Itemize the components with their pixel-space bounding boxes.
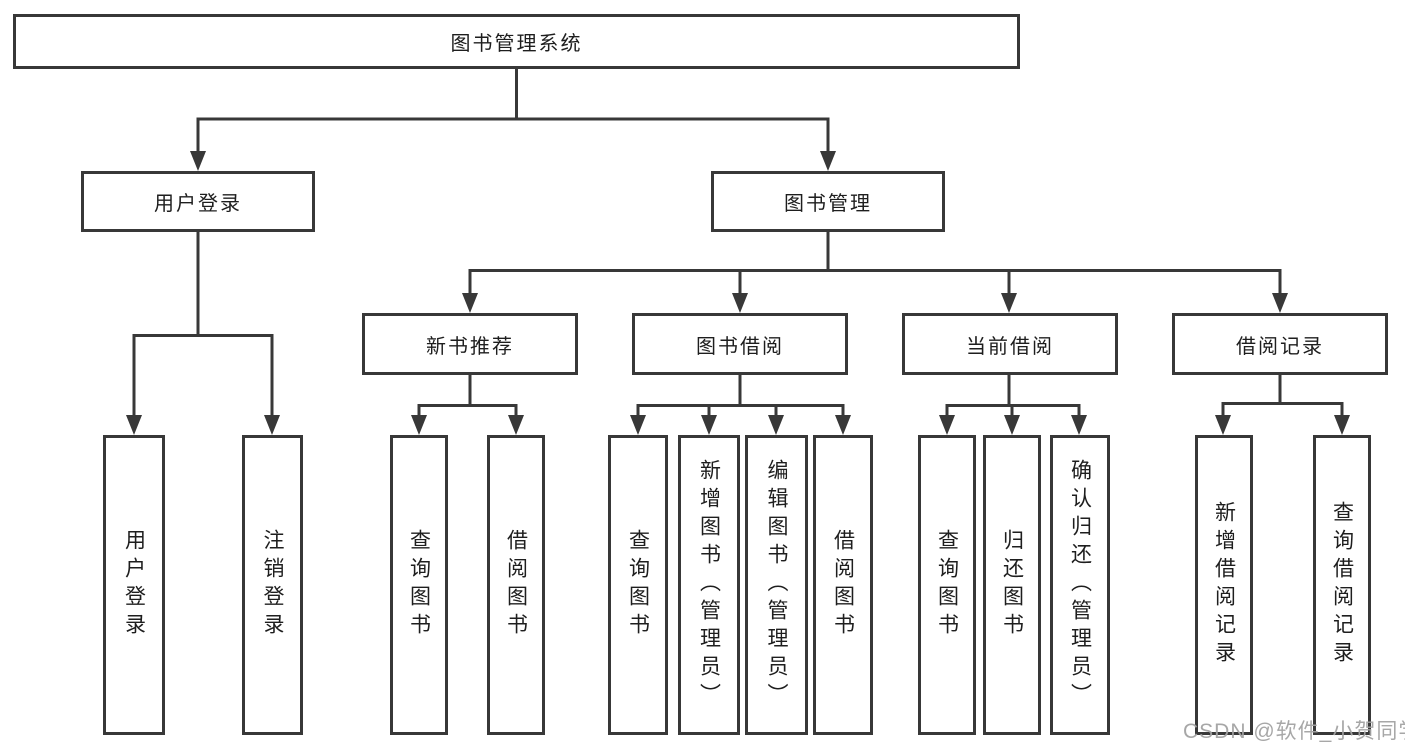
leaf-edit-books-admin: 编辑图书（管理员） [745,435,808,735]
node-user-login: 用户登录 [81,171,315,232]
node-label: 当前借阅 [966,335,1054,358]
node-label: 归还图书 [1000,529,1024,641]
leaf-query-books-borrow: 查询图书 [608,435,668,735]
leaf-add-books-admin: 新增图书（管理员） [678,435,740,735]
node-book-management: 图书管理 [711,171,945,232]
node-label: 注销登录 [261,529,284,641]
node-label: 图书借阅 [696,335,784,358]
leaf-return-books: 归还图书 [983,435,1041,735]
node-label: 借阅图书 [504,529,528,641]
node-label: 查询图书 [407,529,431,641]
leaf-borrow-books: 借阅图书 [813,435,873,735]
leaf-logout: 注销登录 [242,435,303,735]
leaf-query-books-recommend: 查询图书 [390,435,448,735]
leaf-query-borrow-record: 查询借阅记录 [1313,435,1371,735]
node-label: 图书管理 [784,193,872,215]
leaf-user-login: 用户登录 [103,435,165,735]
leaf-borrow-books-recommend: 借阅图书 [487,435,545,735]
node-label: 查询借阅记录 [1330,501,1354,669]
node-library-management-system: 图书管理系统 [13,14,1020,69]
node-borrowing-records: 借阅记录 [1172,313,1388,375]
node-label: 用户登录 [122,529,146,641]
leaf-query-books-current: 查询图书 [918,435,976,735]
node-label: 新增图书（管理员） [697,459,721,711]
csdn-watermark: CSDN @软件_小贺同学 [1183,720,1405,743]
node-current-borrowing: 当前借阅 [902,313,1118,375]
node-label: 查询图书 [626,529,650,641]
node-label: 新书推荐 [426,335,514,358]
leaf-add-borrow-record: 新增借阅记录 [1195,435,1253,735]
node-label: 图书管理系统 [450,33,583,55]
node-label: 借阅图书 [831,529,855,641]
node-label: 借阅记录 [1236,335,1324,358]
node-new-book-recommendation: 新书推荐 [362,313,578,375]
leaf-confirm-return-admin: 确认归还（管理员） [1050,435,1110,735]
node-label: 用户登录 [154,193,242,215]
node-book-borrowing: 图书借阅 [632,313,848,375]
node-label: 查询图书 [935,529,959,641]
node-label: 编辑图书（管理员） [765,459,788,711]
node-label: 新增借阅记录 [1212,501,1236,669]
node-label: 确认归还（管理员） [1068,459,1092,711]
